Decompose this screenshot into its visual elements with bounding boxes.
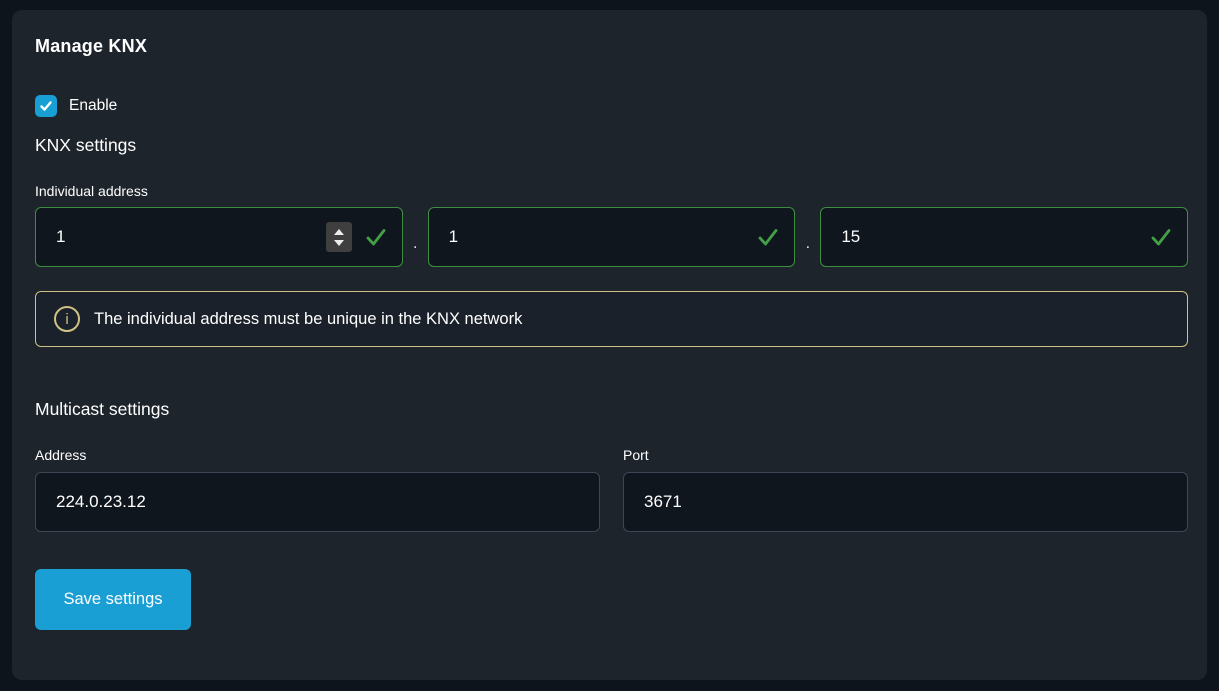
individual-address-row: . . xyxy=(35,207,1189,267)
multicast-port-input[interactable] xyxy=(623,472,1188,532)
enable-label: Enable xyxy=(69,97,118,114)
enable-checkbox[interactable] xyxy=(35,95,57,117)
individual-address-area-group xyxy=(35,207,403,267)
multicast-address-field: Address xyxy=(35,446,600,532)
knx-settings-heading: KNX settings xyxy=(35,135,137,155)
save-settings-button[interactable]: Save settings xyxy=(35,569,191,630)
address-separator: . xyxy=(805,235,811,252)
enable-row: Enable xyxy=(35,95,1188,117)
multicast-address-input[interactable] xyxy=(35,472,600,532)
page-title: Manage KNX xyxy=(35,36,148,56)
individual-address-device-group xyxy=(820,207,1189,267)
info-banner-text: The individual address must be unique in… xyxy=(94,309,523,328)
individual-address-line-input[interactable] xyxy=(428,208,795,266)
multicast-fields-row: Address Port xyxy=(35,446,1188,532)
multicast-address-label: Address xyxy=(35,447,87,463)
checkmark-icon xyxy=(40,101,52,111)
individual-address-line-group xyxy=(427,207,796,267)
multicast-settings-heading: Multicast settings xyxy=(35,399,170,419)
info-circle-icon: i xyxy=(54,306,80,332)
individual-address-label: Individual address xyxy=(35,183,148,199)
info-banner: i The individual address must be unique … xyxy=(35,291,1188,347)
individual-address-device-input[interactable] xyxy=(821,208,1188,266)
stepper-up-icon[interactable] xyxy=(333,228,344,235)
address-separator: . xyxy=(412,235,418,252)
manage-knx-panel: Manage KNX Enable KNX settings Individua… xyxy=(12,10,1207,680)
multicast-port-field: Port xyxy=(623,446,1188,532)
stepper-down-icon[interactable] xyxy=(333,239,344,246)
number-stepper[interactable] xyxy=(325,222,352,252)
multicast-port-label: Port xyxy=(623,447,649,463)
